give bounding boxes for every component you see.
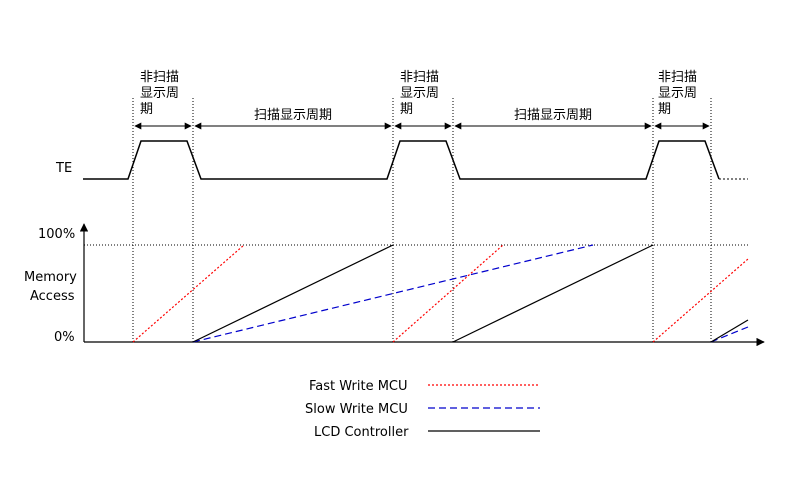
te-waveform <box>83 140 720 180</box>
non-scan-label-3b: 显示周 <box>658 86 697 101</box>
lcd-segment <box>710 319 749 343</box>
fast-write-segment <box>132 244 245 343</box>
series-slow-write <box>192 244 749 343</box>
period-labels: 非扫描 显示周 期 非扫描 显示周 期 非扫描 显示周 期 扫描显示周期 扫描显… <box>140 70 697 123</box>
legend-fast-label: Fast Write MCU <box>309 379 408 394</box>
non-scan-label-2a: 非扫描 <box>400 70 439 85</box>
y-title-line2: Access <box>30 289 75 304</box>
y-label-100: 100% <box>38 227 75 242</box>
non-scan-label-2b: 显示周 <box>400 86 439 101</box>
series-lcd-controller <box>192 244 749 343</box>
non-scan-label-3a: 非扫描 <box>658 70 697 85</box>
y-title-line1: Memory <box>24 270 77 285</box>
non-scan-label-3c: 期 <box>658 102 671 117</box>
fast-write-segment <box>652 258 749 343</box>
slow-write-segment <box>192 244 594 343</box>
lcd-segment <box>452 244 654 343</box>
series-fast-write <box>132 244 749 343</box>
non-scan-label-1a: 非扫描 <box>140 70 179 85</box>
legend-lcd-label: LCD Controller <box>314 425 409 440</box>
legend: Fast Write MCU Slow Write MCU LCD Contro… <box>305 379 540 440</box>
period-guides <box>132 98 712 342</box>
non-scan-label-2c: 期 <box>400 102 413 117</box>
non-scan-label-1b: 显示周 <box>140 86 179 101</box>
y-label-0: 0% <box>54 330 75 345</box>
non-scan-label-1c: 期 <box>140 102 153 117</box>
slow-write-segment <box>710 326 749 343</box>
scan-label-2: 扫描显示周期 <box>514 108 592 123</box>
fast-write-segment <box>392 244 504 343</box>
scan-label-1: 扫描显示周期 <box>254 108 332 123</box>
legend-slow-label: Slow Write MCU <box>305 402 408 417</box>
te-label: TE <box>55 161 72 176</box>
lcd-segment <box>192 244 394 343</box>
